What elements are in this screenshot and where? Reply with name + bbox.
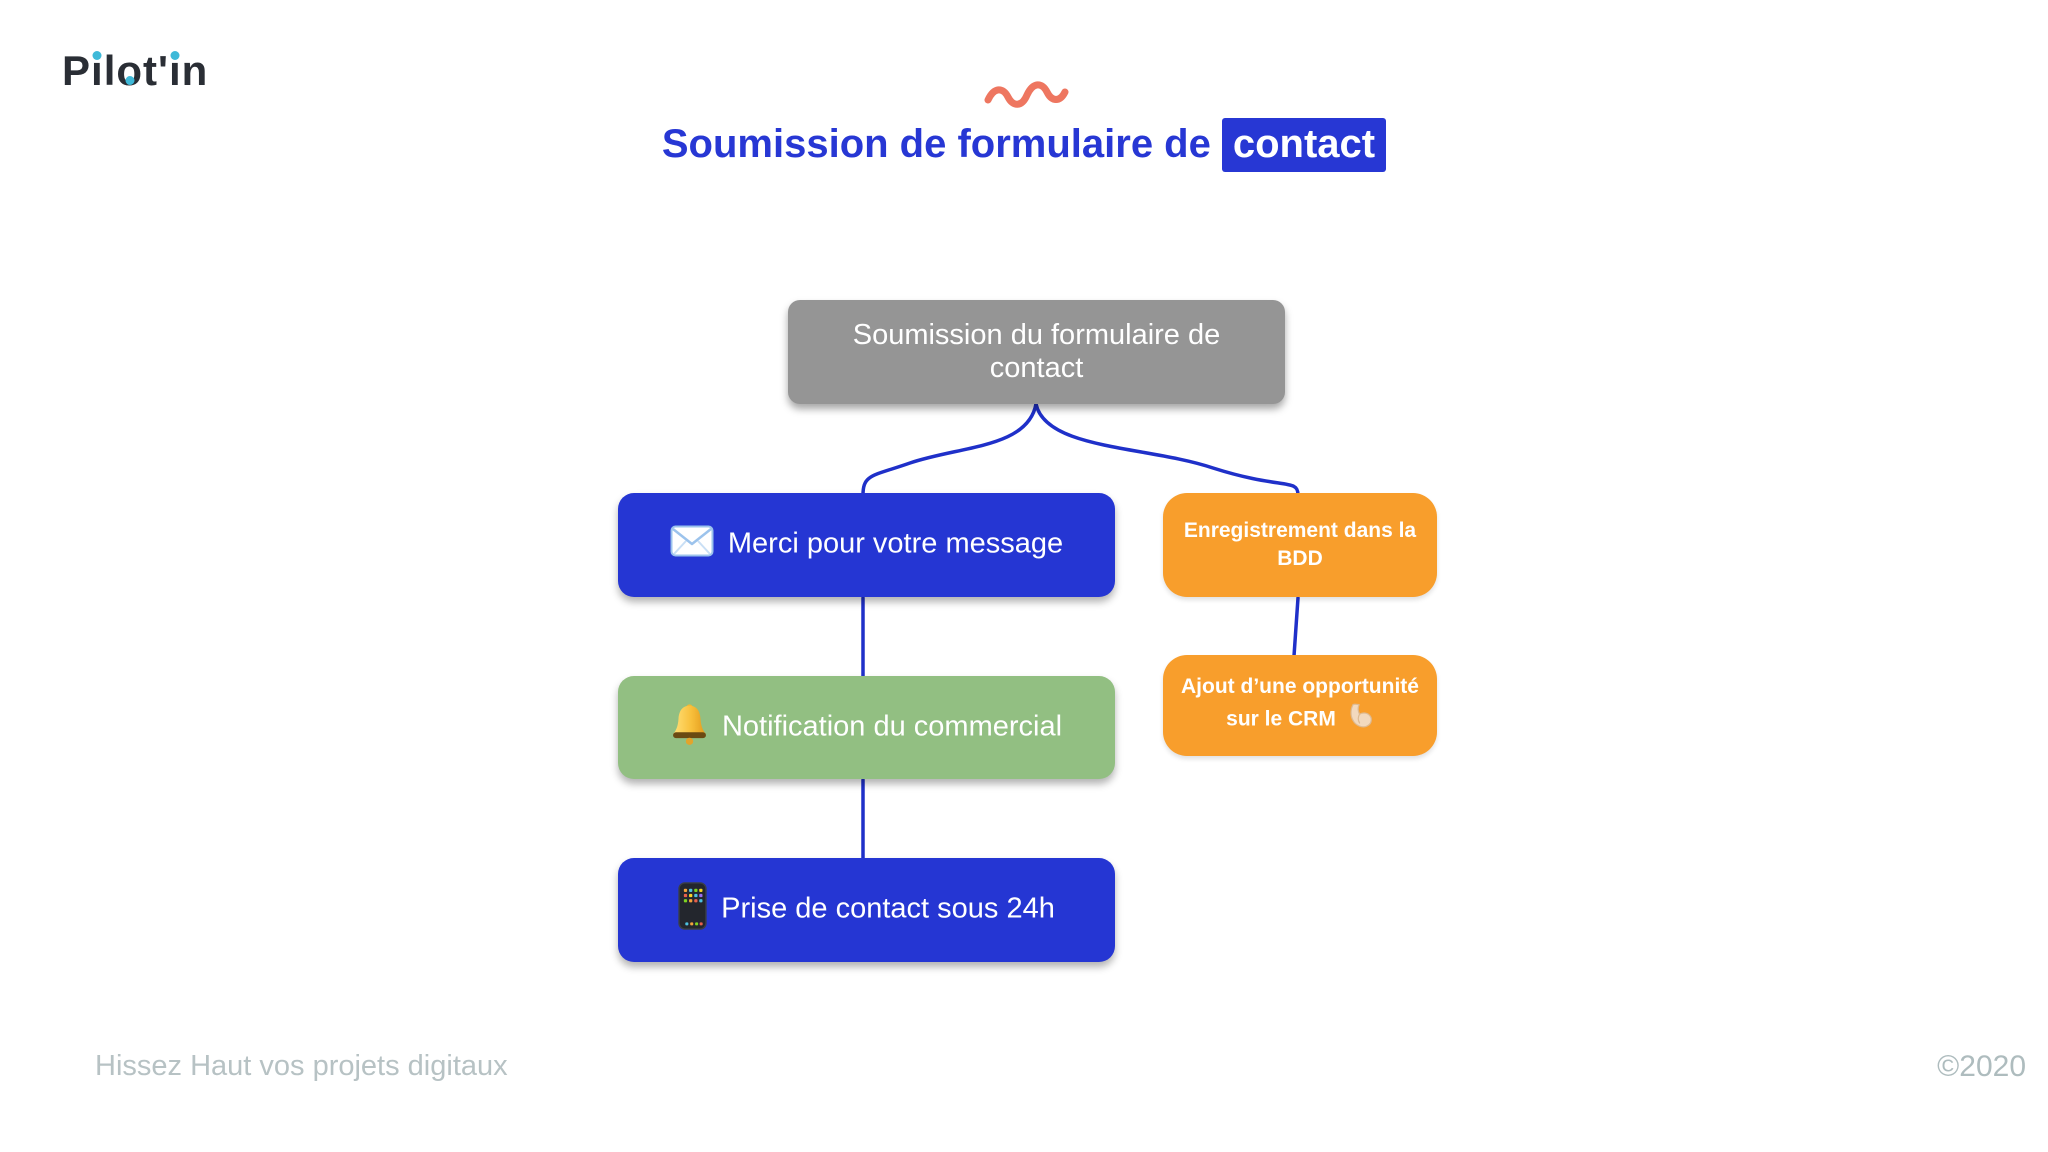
logo-letter: P [62,47,92,94]
footer-tagline: Hissez Haut vos projets digitaux [95,1050,508,1082]
connector-root-to-right [1034,402,1300,497]
flow-node-root: Soumission du formulaire de contact [788,300,1285,404]
flow-node-bdd: Enregistrement dans la BDD [1163,493,1437,597]
flow-node-label: Ajout d’une opportunité sur le CRM [1181,675,1419,731]
bell-icon [671,703,708,753]
logo-letter: l [103,47,117,94]
flow-node-thank-you: Merci pour votre message [618,493,1115,597]
logo-letter-o: o [116,47,144,94]
flow-node-label: Soumission du formulaire de contact [852,319,1221,384]
footer-copyright: ©2020 [1937,1050,2026,1083]
flow-node-crm: Ajout d’une opportunité sur le CRM [1163,655,1437,756]
logo-letter: n [181,47,209,94]
pilotin-logo: P ı l o t' ı n [62,50,208,92]
flow-node-label: Prise de contact sous 24h [721,892,1055,925]
title-text: Soumission de formulaire de [661,122,1211,166]
logo-dot-icon [92,51,102,60]
title-highlight: contact [1221,118,1387,172]
flow-node-label: Merci pour votre message [727,527,1064,560]
phone-icon [678,882,707,938]
flow-node-label: Notification du commercial [721,710,1063,743]
logo-dot-icon [125,76,135,85]
flow-node-contact-24h: Prise de contact sous 24h [618,858,1115,962]
connector-right-1-2 [1292,596,1300,658]
connector-root-to-left [861,402,1038,497]
logo-letter: t' [143,47,169,94]
envelope-icon [670,525,714,565]
bicep-icon [1346,702,1374,738]
logo-letter-i: ı [169,47,182,94]
logo-letter-i: ı [91,47,104,94]
logo-dot-icon [170,51,180,60]
squiggle-icon [984,81,1069,108]
flow-node-label: Enregistrement dans la BDD [1183,518,1417,570]
flow-node-notification: Notification du commercial [618,676,1115,779]
